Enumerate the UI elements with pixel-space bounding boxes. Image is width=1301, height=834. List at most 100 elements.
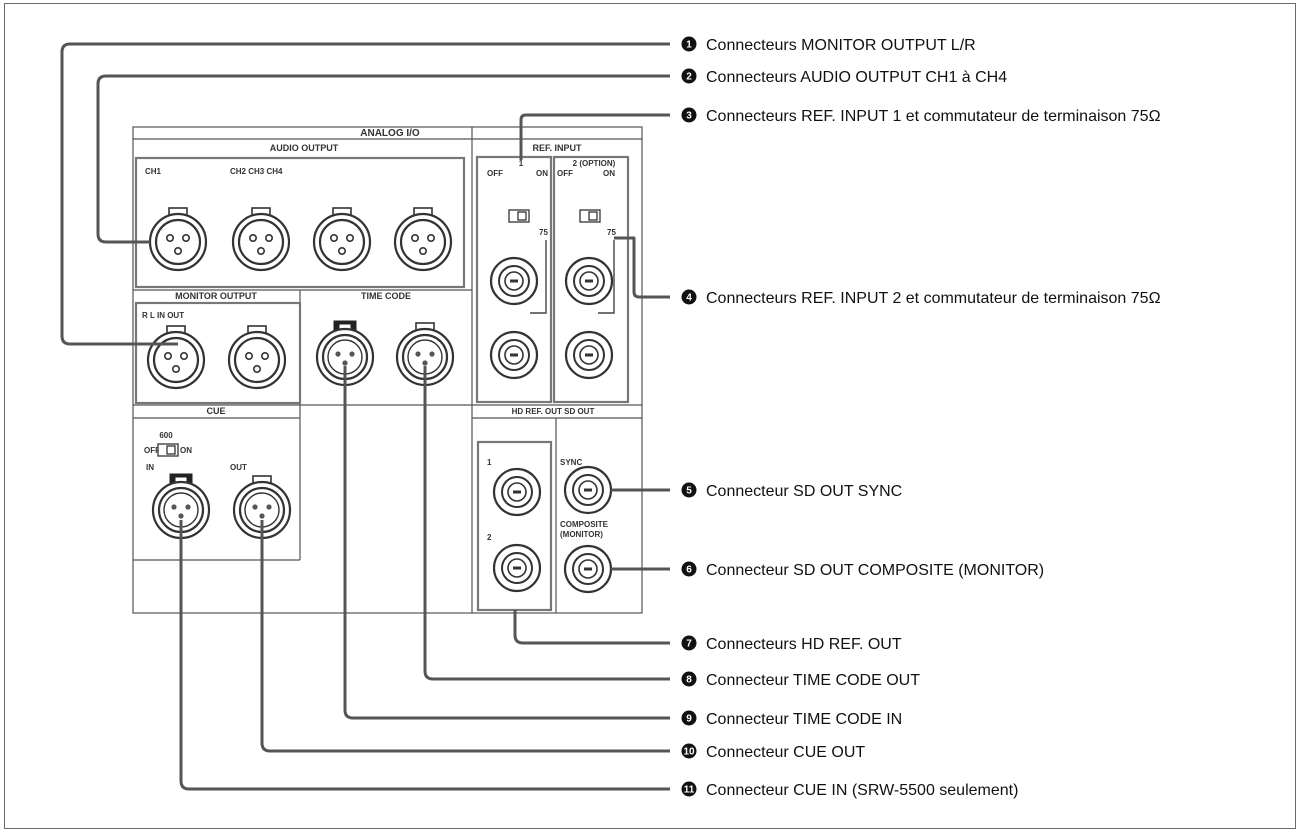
sd-out-composite-connector[interactable] [563,544,613,594]
ref1-number-label: 1 [519,159,524,168]
callout-number-badge [681,561,697,577]
callout-number: 10 [683,747,695,758]
callout-number-badge [681,781,697,797]
ref-input-1-loop-connector-a[interactable] [489,256,539,306]
callout-line-1 [60,42,670,346]
rl-in-out-label: R L IN OUT [142,311,184,320]
ref1-75-label: 75 [539,228,548,237]
group-boxes [134,155,630,612]
ref1-on-label: ON [536,169,548,178]
time-code-out-connector[interactable] [395,322,455,387]
callout-number-badge [681,635,697,651]
callout-number: 9 [686,714,692,725]
callout-7: 7 Connecteurs HD REF. OUT [681,635,902,653]
callout-line-8 [423,366,670,681]
monitor-output-l-connector[interactable] [227,325,287,390]
callout-1: 1 Connecteurs MONITOR OUTPUT L/R [681,36,976,54]
audio-output-ch2-connector[interactable] [231,207,291,272]
callout-label: Connecteur CUE OUT [706,744,865,761]
ref2-number-label: 2 (OPTION) [573,159,616,168]
callout-11: 11 Connecteur CUE IN (SRW-5500 seulement) [681,781,1018,799]
cue-600-switch[interactable] [157,443,179,457]
callout-9: 9 Connecteur TIME CODE IN [681,710,902,728]
cue-off-label: OFF [144,446,160,455]
callout-number-badge [681,710,697,726]
audio-output-ch1-connector[interactable] [148,207,208,272]
audio-output-ch3-connector[interactable] [312,207,372,272]
callout-label: Connecteur SD OUT SYNC [706,483,902,500]
monitor-output-label: MONITOR OUTPUT [175,291,257,301]
hd-ref-out-1-connector[interactable] [492,467,542,517]
ref-input-label: REF. INPUT [532,143,582,153]
callout-number-badge [681,68,697,84]
callout-number: 7 [686,639,692,650]
callout-number-badge [681,107,697,123]
connectors [146,207,614,594]
cue-out-label: OUT [230,463,247,472]
ch234-label: CH2 CH3 CH4 [230,167,283,176]
callout-6: 6 Connecteur SD OUT COMPOSITE (MONITOR) [681,561,1044,579]
callout-label: Connecteur CUE IN (SRW-5500 seulement) [706,782,1018,799]
ref-terminator-links [530,240,615,314]
callout-label: Connecteurs MONITOR OUTPUT L/R [706,37,976,54]
ch1-label: CH1 [145,167,162,176]
ref1-off-label: OFF [487,169,503,178]
callout-label: Connecteur TIME CODE IN [706,711,902,728]
callout-5: 5 Connecteur SD OUT SYNC [681,482,902,500]
callout-3: 3 Connecteurs REF. INPUT 1 et commutateur… [681,107,1161,125]
callout-number: 6 [686,565,692,576]
ref2-off-label: OFF [557,169,573,178]
ref-input-2-loop-connector-b[interactable] [564,330,614,380]
callout-line-9 [343,366,670,720]
callout-number: 3 [686,111,692,122]
ref2-75-label: 75 [607,228,616,237]
callout-line-3 [519,113,670,160]
callout-label: Connecteurs REF. INPUT 1 et commutateur … [706,108,1161,125]
callout-number-badge [681,36,697,52]
composite-label: COMPOSITE [560,520,609,529]
hd-ref-out-2-connector[interactable] [492,543,542,593]
ref-input-1-loop-connector-b[interactable] [489,330,539,380]
callout-line-7 [513,610,670,645]
callout-number: 1 [686,40,692,51]
callout-line-10 [260,520,670,753]
callout-number-badge [681,289,697,305]
sd-out-sync-connector[interactable] [563,465,613,515]
termination-switch-ref2[interactable] [579,209,601,223]
callout-label: Connecteurs REF. INPUT 2 et commutateur … [706,290,1161,307]
callout-number: 2 [686,72,692,83]
callout-10: 10 Connecteur CUE OUT [681,743,865,761]
ref-input-2-loop-connector-a[interactable] [564,256,614,306]
callout-label: Connecteur SD OUT COMPOSITE (MONITOR) [706,562,1044,579]
callout-number: 11 [684,785,695,796]
cue-600-label: 600 [159,431,173,440]
callout-4: 4 Connecteurs REF. INPUT 2 et commutateur… [681,289,1161,307]
callout-8: 8 Connecteur TIME CODE OUT [681,671,920,689]
callout-number-badge [681,482,697,498]
time-code-label: TIME CODE [361,291,411,301]
audio-output-label: AUDIO OUTPUT [270,143,339,153]
monitor-label: (MONITOR) [560,530,603,539]
audio-output-ch4-connector[interactable] [393,207,453,272]
cue-in-connector[interactable] [151,473,211,540]
callout-label: Connecteurs HD REF. OUT [706,636,902,653]
callout-number: 8 [686,675,692,686]
hd2-label: 2 [487,533,492,542]
callout-line-4 [614,236,670,299]
panel-title: ANALOG I/O [360,128,420,139]
sync-label: SYNC [560,458,582,467]
callout-line-2 [96,74,670,244]
callout-number: 4 [686,293,692,304]
hd1-label: 1 [487,458,492,467]
figure-frame [4,3,1296,829]
cue-in-label: IN [146,463,154,472]
callout-label: Connecteur TIME CODE OUT [706,672,920,689]
panel-outline [132,126,643,614]
ref2-on-label: ON [603,169,615,178]
termination-switch-ref1[interactable] [508,209,530,223]
monitor-output-r-connector[interactable] [146,325,206,390]
callout-number: 5 [686,486,692,497]
